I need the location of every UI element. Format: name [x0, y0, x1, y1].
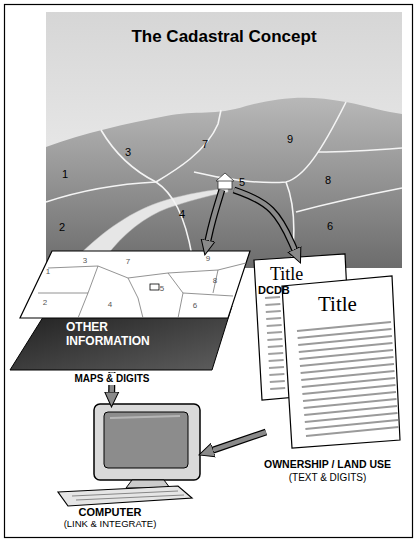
document-text: (TEXT & DIGITS)	[250, 472, 405, 484]
arrow-shaft	[208, 190, 222, 241]
map-parcel-number: 1	[43, 267, 53, 276]
house-mark	[150, 284, 159, 290]
map-parcel-number: 7	[123, 257, 133, 266]
text-line	[270, 388, 285, 389]
dcdb-layer-shape	[18, 248, 253, 320]
text-line	[267, 332, 282, 333]
arrow-shaft	[212, 432, 266, 450]
diagram-title: The Cadastral Concept	[46, 27, 402, 47]
illustration-part	[194, 102, 346, 183]
parcel-number: 9	[283, 133, 297, 146]
map-parcel-number: 4	[105, 300, 115, 309]
illustration-part	[128, 278, 143, 318]
parcel-number: 5	[235, 176, 249, 189]
landscape-panel: 1 3 7 9 5 8 2 4 6	[46, 12, 402, 268]
text-line	[270, 381, 285, 382]
text-line	[268, 346, 283, 347]
frame-border	[5, 5, 413, 538]
document-text: Title	[270, 264, 320, 285]
landscape-panel-shape	[46, 12, 402, 268]
map-parcel-number: 5	[157, 284, 167, 293]
document-text: Title	[318, 292, 380, 316]
illustration-part	[296, 188, 402, 212]
dcdb-layer: DCDB	[18, 248, 253, 320]
text-line	[269, 374, 284, 375]
illustration-part	[286, 182, 294, 268]
flow-arrow	[234, 190, 295, 250]
house-roof	[216, 173, 234, 181]
parcel-number: 3	[121, 146, 135, 159]
parcel-number: 7	[198, 138, 212, 151]
text-line	[267, 339, 282, 340]
parcel-boundaries	[46, 102, 402, 268]
keyboard-keys	[72, 491, 184, 500]
arrow-outline	[208, 190, 222, 241]
monitor	[94, 404, 200, 480]
parcel-sketch	[38, 263, 246, 318]
document-text: OWNERSHIP / LAND USE	[250, 458, 405, 470]
text-line	[266, 311, 281, 312]
keyboard	[58, 486, 192, 506]
parcel-number: 1	[58, 168, 72, 181]
text-line	[269, 360, 284, 361]
illustration-part	[168, 273, 183, 318]
screen	[104, 412, 188, 468]
map-parcel-number: 2	[40, 298, 50, 307]
flow-arrow	[212, 432, 266, 450]
arrow-shaft	[234, 190, 295, 250]
illustration-part	[38, 293, 88, 294]
sky	[46, 12, 402, 268]
computer: COMPUTER(LINK & INTEGRATE)	[50, 398, 200, 536]
illustration-part	[318, 148, 402, 152]
hills	[46, 98, 402, 268]
text-line	[269, 367, 284, 368]
illustration-part	[101, 130, 194, 268]
arrow-outline	[212, 432, 266, 450]
parcel-number: 6	[323, 220, 337, 233]
text-line	[265, 297, 280, 298]
flow-arrow	[208, 190, 222, 241]
parcel-number: 4	[175, 208, 189, 221]
illustration-part	[48, 263, 246, 278]
map-parcel-number: 6	[190, 301, 200, 310]
screen-glare	[110, 416, 180, 418]
parcel-number: 8	[321, 174, 335, 187]
layer-sheet	[10, 306, 232, 370]
text-line	[306, 427, 399, 436]
map-parcel-number: 3	[80, 256, 90, 265]
text-line	[266, 318, 281, 319]
illustration-part	[78, 266, 98, 318]
illustration-part	[183, 293, 233, 296]
layer-label: OTHER INFORMATION	[66, 321, 171, 349]
parcel-number: 2	[55, 221, 69, 234]
illustration-part	[156, 110, 221, 182]
device-label: COMPUTER	[50, 506, 170, 519]
map-parcel-number: 8	[210, 276, 220, 285]
arrow-outline	[234, 190, 295, 250]
text-line	[265, 304, 280, 305]
edge-label: MAPS & DIGITS	[64, 373, 160, 385]
front-page	[282, 276, 400, 448]
device-label: (LINK & INTEGRATE)	[45, 519, 175, 530]
layer-sheet	[20, 251, 250, 318]
illustration-part	[46, 182, 156, 202]
map-parcel-number: 9	[203, 254, 213, 263]
text-line	[268, 353, 283, 354]
text-line	[267, 325, 282, 326]
layer-label: DCDB	[258, 284, 302, 297]
